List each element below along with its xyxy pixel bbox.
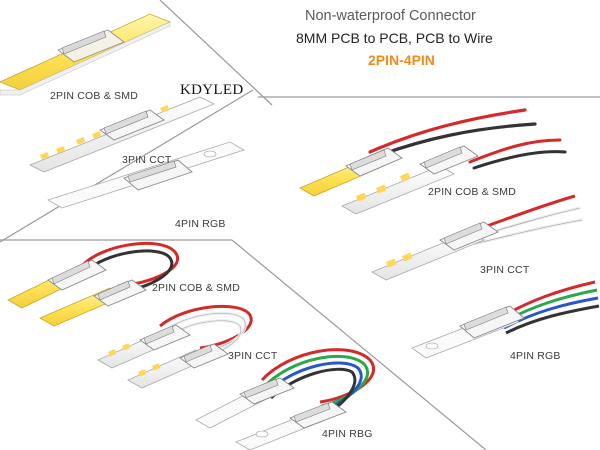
bl-4pin (195, 348, 375, 450)
title-line-2: 8MM PCB to PCB, PCB to Wire (296, 30, 493, 46)
r-4pin (411, 280, 600, 359)
bl-label-2pin: 2PIN COB & SMD (152, 282, 240, 294)
bl-3pin (97, 304, 253, 389)
tl-label-4pin: 4PIN RGB (175, 218, 226, 230)
r-label-2pin: 2PIN COB & SMD (428, 186, 516, 198)
r-3pin (371, 194, 583, 281)
r-2pin-strips (299, 145, 479, 215)
tl-cob-strip (0, 13, 172, 96)
brand-watermark: KDYLED (180, 82, 244, 98)
r-label-3pin: 3PIN CCT (480, 264, 530, 276)
title-line-3: 2PIN-4PIN (368, 52, 435, 68)
tl-label-2pin: 2PIN COB & SMD (50, 90, 138, 102)
bl-2pin (7, 241, 179, 327)
r-label-4pin: 4PIN RGB (510, 350, 561, 362)
bl-label-4pin: 4PIN RBG (322, 428, 373, 440)
tl-3pin-strip (29, 96, 215, 173)
bl-label-3pin: 3PIN CCT (228, 350, 278, 362)
title-line-1: Non-waterproof Connector (305, 8, 476, 24)
tl-4pin-strip (47, 141, 245, 209)
tl-label-3pin: 3PIN CCT (122, 154, 172, 166)
